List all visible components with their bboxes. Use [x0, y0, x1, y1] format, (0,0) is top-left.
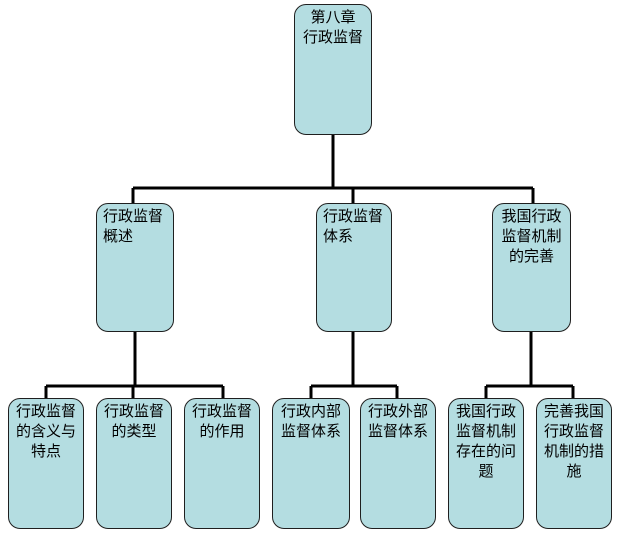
level2-internal-line-1: 行政内部: [280, 402, 341, 420]
level2-types-line-1: 行政监督: [103, 402, 164, 420]
level2-internal-line-2: 监督体系: [280, 422, 341, 440]
level2-functions-line-2: 的作用: [199, 422, 245, 440]
level2-problems-line-4: 题: [478, 462, 494, 480]
level2-external-line-1: 行政外部: [367, 402, 428, 420]
level1-system-line-2: 体系: [323, 227, 354, 245]
level2-meaning-line-2: 的含义与: [15, 422, 76, 440]
level1-overview-line-2: 概述: [103, 227, 134, 245]
level2-meaning-line-3: 特点: [30, 442, 61, 460]
level1-overview-line-1: 行政监督: [103, 207, 164, 225]
level2-types-line-2: 的类型: [111, 422, 157, 440]
level2-meaning-line-1: 行政监督: [15, 402, 76, 420]
level2-functions-line-1: 行政监督: [191, 402, 252, 420]
level2-measures-line-4: 施: [566, 462, 582, 480]
level1-improvement-line-1: 我国行政: [501, 207, 562, 225]
level1-node-overview: 行政监督 概述: [96, 203, 174, 332]
level2-node-types: 行政监督 的类型: [96, 398, 172, 529]
level2-problems-line-2: 监督机制: [455, 422, 516, 440]
level2-measures-line-3: 机制的措: [543, 442, 604, 460]
level2-node-measures: 完善我国 行政监督 机制的措 施: [536, 398, 612, 529]
level2-node-meaning: 行政监督 的含义与 特点: [8, 398, 84, 529]
level2-node-external: 行政外部 监督体系: [360, 398, 436, 529]
level1-node-improvement: 我国行政 监督机制 的完善: [492, 203, 571, 332]
level2-problems-line-1: 我国行政: [455, 402, 516, 420]
level2-measures-line-1: 完善我国: [543, 402, 604, 420]
level2-node-internal: 行政内部 监督体系: [272, 398, 350, 529]
level2-measures-line-2: 行政监督: [543, 422, 604, 440]
level2-problems-line-3: 存在的问: [455, 442, 516, 460]
level1-improvement-line-2: 监督机制: [501, 227, 562, 245]
level2-node-problems: 我国行政 监督机制 存在的问 题: [448, 398, 524, 529]
root-node-line-2: 行政监督: [302, 28, 363, 46]
level2-node-functions: 行政监督 的作用: [184, 398, 260, 529]
root-node-line-1: 第八章: [310, 8, 356, 26]
level1-node-system: 行政监督 体系: [316, 203, 392, 332]
level1-improvement-line-3: 的完善: [508, 247, 554, 265]
root-node: 第八章 行政监督: [294, 4, 372, 135]
level1-system-line-1: 行政监督: [323, 207, 384, 225]
level2-external-line-2: 监督体系: [367, 422, 428, 440]
